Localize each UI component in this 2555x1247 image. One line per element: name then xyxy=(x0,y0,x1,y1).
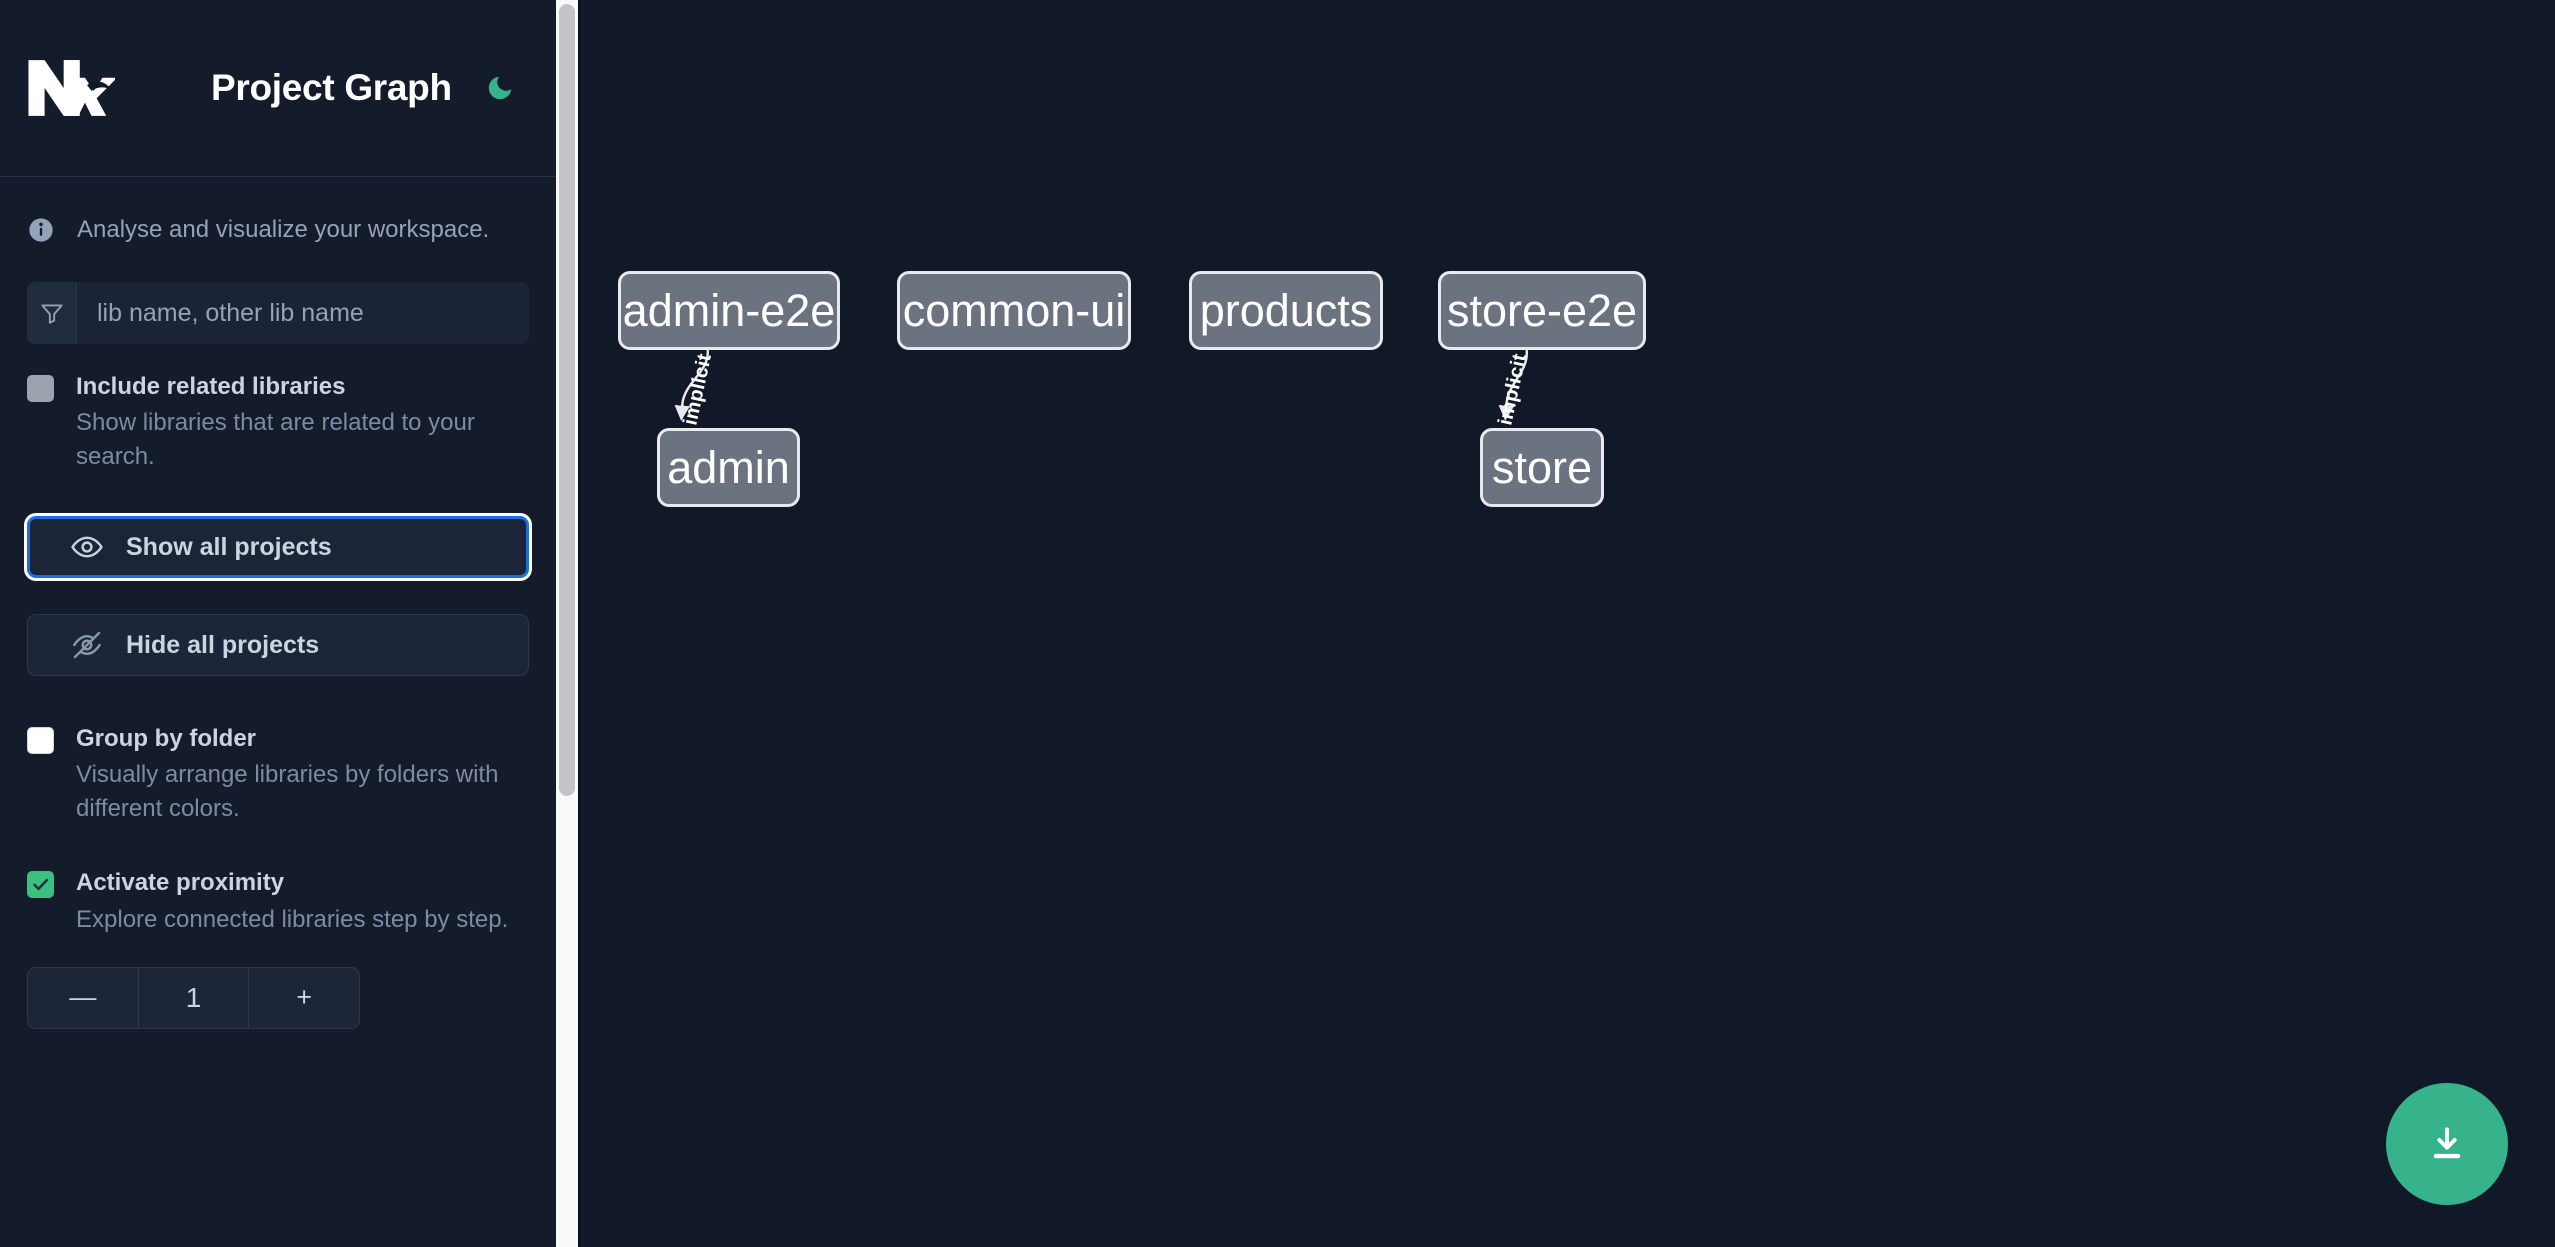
option-activate-proximity: Activate proximity Explore connected lib… xyxy=(0,866,556,936)
checkbox-include-related-libraries[interactable] xyxy=(27,375,54,402)
option-label: Include related libraries xyxy=(76,373,346,400)
graph-edges xyxy=(674,349,1528,421)
download-icon xyxy=(2433,1127,2461,1159)
graph-node-products[interactable]: products xyxy=(1189,271,1383,350)
edge-label-store-e2e-store: implicit xyxy=(1494,351,1532,428)
tagline: Analyse and visualize your workspace. xyxy=(0,177,556,282)
search-filter-row xyxy=(27,282,529,344)
graph-node-admin[interactable]: admin xyxy=(657,428,800,507)
info-icon xyxy=(27,216,55,244)
option-group-by-folder: Group by folder Visually arrange librari… xyxy=(0,722,556,826)
panel-divider xyxy=(578,0,581,1247)
page-title: Project Graph xyxy=(211,67,452,108)
checkbox-activate-proximity[interactable] xyxy=(27,871,54,899)
sidebar: Project Graph Analyse and visualize your… xyxy=(0,0,556,1247)
show-all-projects-label: Show all projects xyxy=(126,532,332,561)
checkbox-group-by-folder[interactable] xyxy=(27,727,54,755)
moon-icon[interactable] xyxy=(480,68,520,108)
show-all-projects-button[interactable]: Show all projects xyxy=(27,516,529,579)
graph-canvas[interactable]: admin-e2e common-ui products store-e2e a… xyxy=(556,0,2555,1247)
stepper-increment-button[interactable]: + xyxy=(248,967,359,1028)
stepper-value: 1 xyxy=(137,967,249,1028)
eye-icon xyxy=(70,530,104,564)
download-graph-button[interactable] xyxy=(2386,1083,2508,1205)
option-label: Group by folder xyxy=(76,725,256,753)
hide-all-projects-button[interactable]: Hide all projects xyxy=(27,614,529,677)
edge-label-admin-e2e-admin: implicit xyxy=(679,351,717,428)
graph-node-common-ui[interactable]: common-ui xyxy=(897,271,1131,350)
graph-node-store-e2e[interactable]: store-e2e xyxy=(1438,271,1646,350)
nx-logo xyxy=(27,57,118,119)
sidebar-scrollbar-thumb[interactable] xyxy=(559,4,575,796)
option-description: Explore connected libraries step by step… xyxy=(76,905,509,933)
tagline-text: Analyse and visualize your workspace. xyxy=(77,215,490,243)
filter-funnel-icon[interactable] xyxy=(27,282,77,344)
graph-node-admin-e2e[interactable]: admin-e2e xyxy=(618,271,840,350)
option-description: Show libraries that are related to your … xyxy=(76,409,475,471)
graph-node-store[interactable]: store xyxy=(1480,428,1604,507)
eye-off-icon xyxy=(70,628,104,662)
option-include-related-libraries: Include related libraries Show libraries… xyxy=(0,370,556,474)
option-description: Visually arrange libraries by folders wi… xyxy=(76,761,499,823)
hide-all-projects-label: Hide all projects xyxy=(126,630,320,659)
search-input[interactable] xyxy=(77,282,529,344)
proximity-stepper: — 1 + xyxy=(27,966,360,1029)
sidebar-header: Project Graph xyxy=(0,0,556,177)
stepper-decrement-button[interactable]: — xyxy=(69,982,97,1013)
option-label: Activate proximity xyxy=(76,869,285,897)
